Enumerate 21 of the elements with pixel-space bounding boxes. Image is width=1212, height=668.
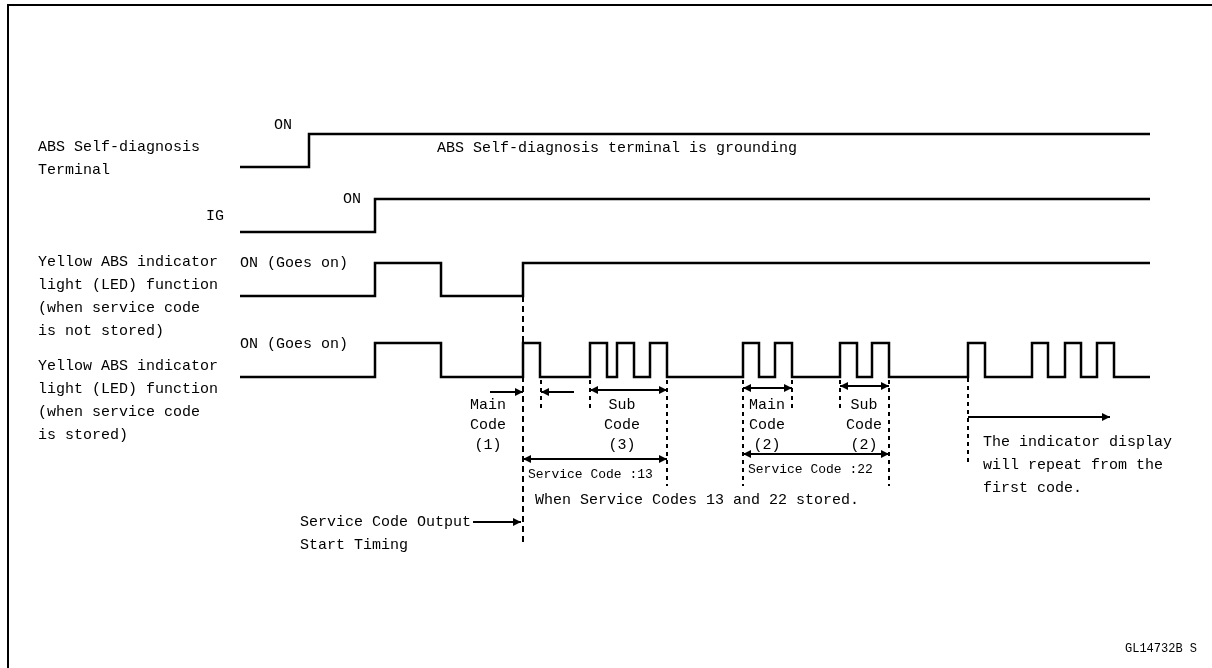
state-label: ON (Goes on) — [240, 254, 349, 274]
arrow — [472, 518, 522, 526]
state-label: ON (Goes on) — [240, 335, 349, 355]
timing-line — [522, 296, 524, 542]
code-label: Main Code (2) — [749, 396, 785, 456]
signal-label: Yellow ABS indicator light (LED) function (when service code is stored) — [38, 357, 218, 446]
state-label: ON — [274, 116, 292, 136]
service-code-label: Service Code :22 — [748, 461, 873, 479]
note-text: When Service Codes 13 and 22 stored. — [535, 491, 860, 511]
code-label: Sub Code (3) — [604, 396, 640, 456]
note-text: The indicator display will repeat from the first code. — [983, 433, 1172, 499]
code-label: Main Code (1) — [470, 396, 506, 456]
service-code-label: Service Code :13 — [528, 466, 653, 484]
signal-label: Yellow ABS indicator light (LED) function (when service code is not stored) — [38, 253, 218, 342]
code-label: Sub Code (2) — [846, 396, 882, 456]
signal-label: ABS Self-diagnosis Terminal — [38, 138, 200, 181]
signal-label: IG — [206, 207, 224, 227]
annotation-text: Service Code Output Start Timing — [300, 511, 471, 557]
state-label: ON — [343, 190, 361, 210]
note-text: ABS Self-diagnosis terminal is grounding — [437, 139, 798, 159]
figure-code: GL14732B S — [1125, 641, 1197, 658]
